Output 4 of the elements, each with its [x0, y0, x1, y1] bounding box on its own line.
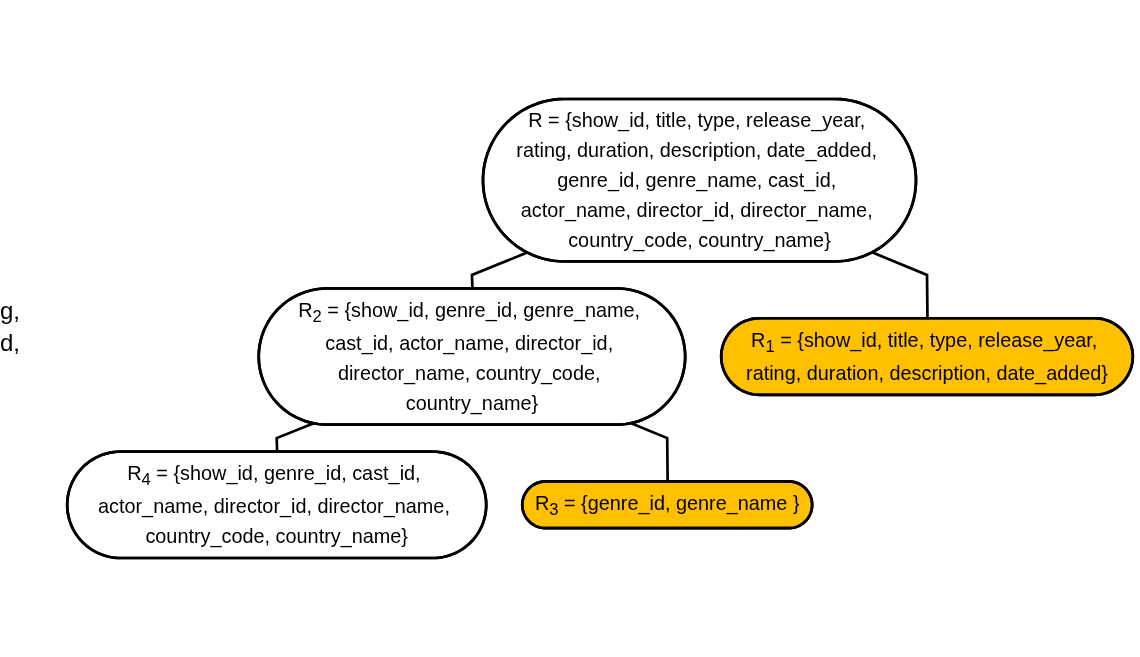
connector	[470, 251, 528, 289]
text-fragment: d,	[0, 328, 20, 358]
text-fragment: g,	[0, 296, 20, 326]
connector	[872, 251, 929, 319]
